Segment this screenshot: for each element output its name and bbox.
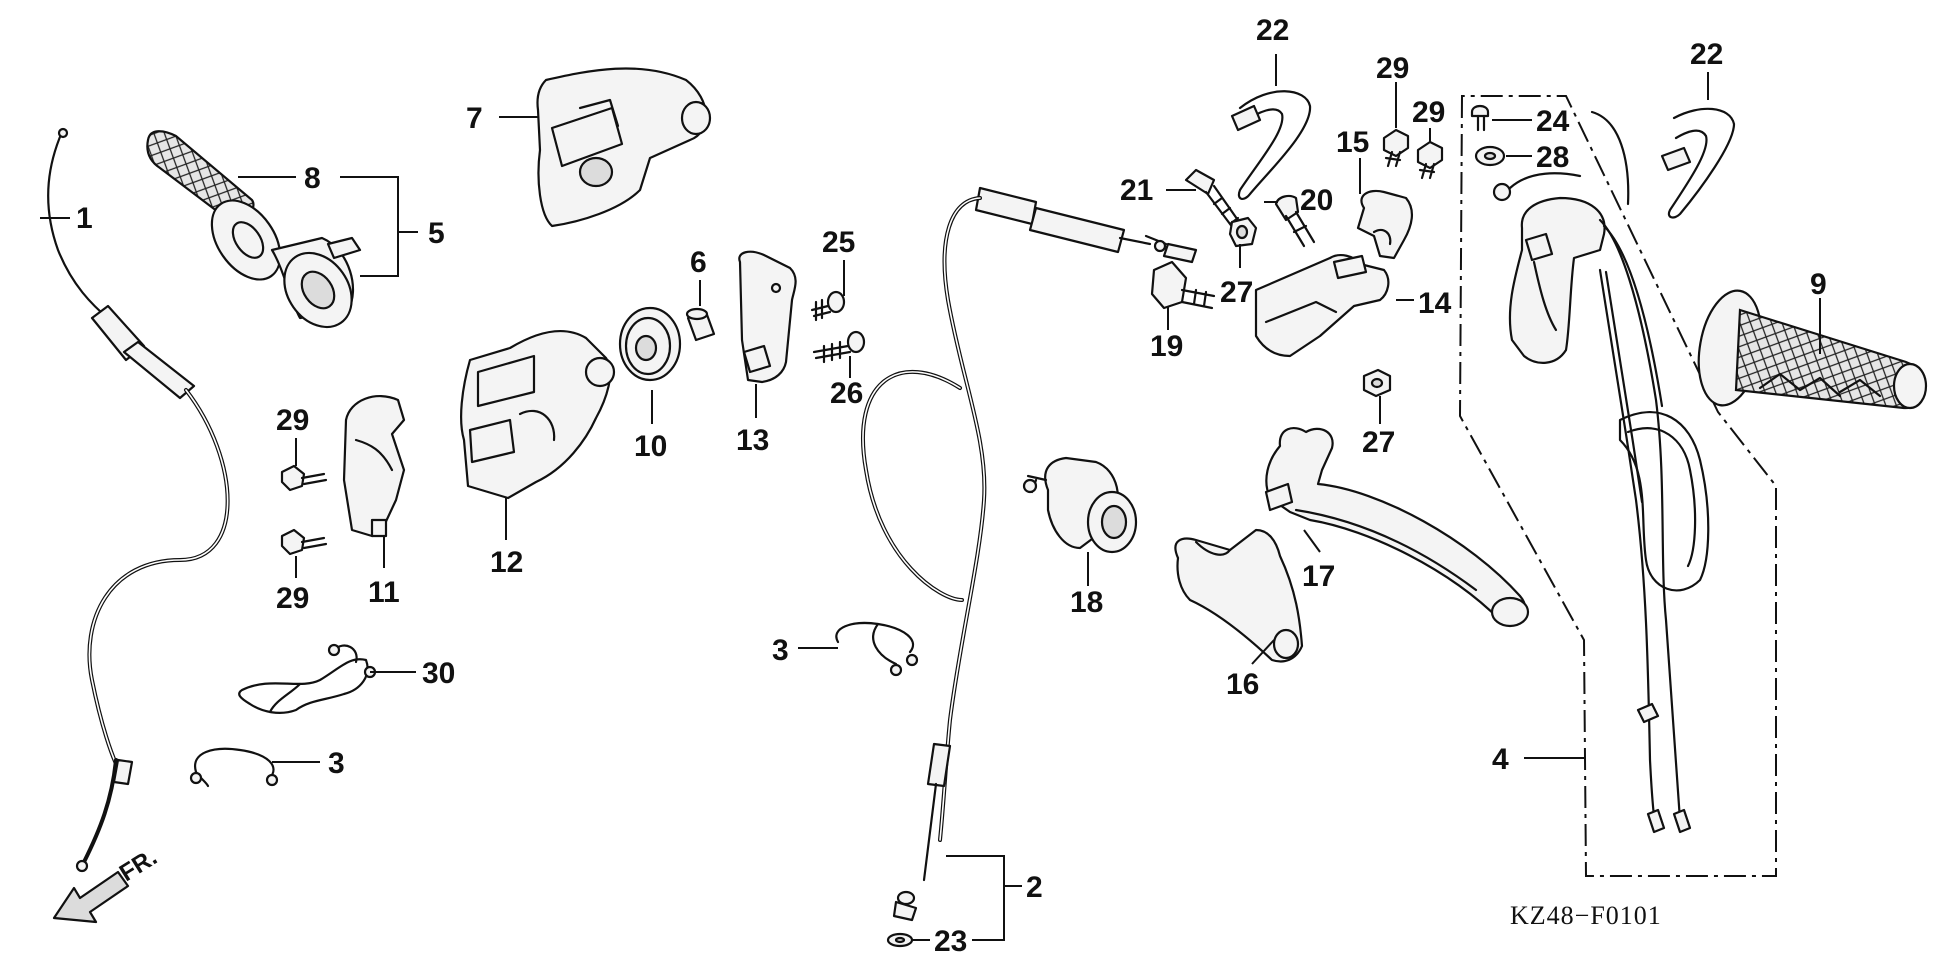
callout-15: 15 bbox=[1336, 126, 1369, 159]
stop-switch-assembly bbox=[1458, 95, 1777, 877]
throttle-housing-cover bbox=[536, 67, 712, 228]
cable-strap-22-left bbox=[1230, 90, 1312, 200]
cable-band-3-middle bbox=[835, 621, 919, 677]
throttle-holder-clamp bbox=[342, 395, 406, 538]
callout-27-upper: 27 bbox=[1220, 276, 1253, 309]
bolt-29-upper-right bbox=[1382, 128, 1410, 168]
callout-8: 8 bbox=[304, 162, 321, 195]
callout-20: 20 bbox=[1300, 184, 1333, 217]
lever-cover bbox=[1174, 528, 1304, 663]
callout-3-left: 3 bbox=[328, 747, 345, 780]
screw-25 bbox=[810, 290, 846, 322]
nut-27-upper bbox=[1228, 216, 1258, 248]
callout-25: 25 bbox=[822, 226, 855, 259]
callout-28: 28 bbox=[1536, 141, 1569, 174]
bolt-21 bbox=[1184, 168, 1244, 234]
callout-6: 6 bbox=[690, 246, 707, 279]
diagram-reference-code: KZ48−F0101 bbox=[1510, 901, 1662, 930]
callout-17: 17 bbox=[1302, 560, 1335, 593]
callout-21: 21 bbox=[1120, 174, 1153, 207]
callout-16: 16 bbox=[1226, 668, 1259, 701]
callout-9: 9 bbox=[1810, 268, 1827, 301]
lever-holder bbox=[1254, 254, 1390, 358]
callout-12: 12 bbox=[490, 546, 523, 579]
screw-24 bbox=[1470, 104, 1490, 132]
bolt-20 bbox=[1274, 194, 1316, 248]
bolt-29-upper-left bbox=[280, 464, 328, 492]
washer-23 bbox=[886, 932, 914, 948]
callout-29-upper-left: 29 bbox=[276, 404, 309, 437]
throttle-pulley bbox=[618, 306, 682, 382]
lever-holder-cap bbox=[1356, 189, 1413, 260]
callout-29-lower-right: 29 bbox=[1412, 96, 1445, 129]
callout-10: 10 bbox=[634, 430, 667, 463]
callout-26: 26 bbox=[830, 377, 863, 410]
left-grip bbox=[1697, 289, 1928, 410]
throttle-cover-plate bbox=[738, 250, 797, 384]
callout-18: 18 bbox=[1070, 586, 1103, 619]
screw-26 bbox=[812, 330, 866, 364]
collar bbox=[685, 307, 716, 342]
leader-lines bbox=[40, 54, 1821, 941]
callout-4: 4 bbox=[1492, 743, 1509, 776]
callout-27-lower: 27 bbox=[1362, 426, 1395, 459]
callout-labels: 1 2 3 3 4 5 6 7 8 9 10 11 12 13 14 15 16… bbox=[76, 14, 1827, 958]
bolt-29-lower-left bbox=[280, 528, 328, 556]
pivot-bolt-19 bbox=[1150, 260, 1216, 310]
callout-22-left: 22 bbox=[1256, 14, 1289, 47]
callout-11: 11 bbox=[368, 576, 400, 609]
callout-30: 30 bbox=[422, 657, 455, 690]
callout-23: 23 bbox=[934, 925, 967, 958]
clutch-cable bbox=[860, 186, 1198, 922]
callout-7: 7 bbox=[466, 102, 483, 135]
callout-24: 24 bbox=[1536, 105, 1570, 138]
callout-3-middle: 3 bbox=[772, 634, 789, 667]
callout-22-right: 22 bbox=[1690, 38, 1723, 71]
callout-1: 1 bbox=[76, 202, 93, 235]
cable-adjuster bbox=[1022, 456, 1138, 554]
callout-14: 14 bbox=[1418, 287, 1452, 320]
bolt-29-lower-right bbox=[1416, 140, 1444, 180]
nut-27-lower bbox=[1362, 368, 1392, 398]
callout-29-lower-left: 29 bbox=[276, 582, 309, 615]
callout-2: 2 bbox=[1026, 871, 1043, 904]
front-direction-arrow: FR. bbox=[52, 844, 162, 924]
callout-13: 13 bbox=[736, 424, 769, 457]
throttle-housing bbox=[460, 330, 616, 500]
callout-29-upper-right: 29 bbox=[1376, 52, 1409, 85]
cable-strap-22-right bbox=[1660, 107, 1736, 219]
throttle-cable bbox=[47, 127, 230, 873]
cable-clip-30 bbox=[238, 643, 377, 714]
washer-28 bbox=[1474, 145, 1506, 167]
callout-19: 19 bbox=[1150, 330, 1183, 363]
callout-5: 5 bbox=[428, 217, 445, 250]
cable-band-3-left bbox=[189, 747, 279, 788]
clutch-lever bbox=[1264, 427, 1530, 628]
throttle-grip bbox=[146, 130, 362, 329]
